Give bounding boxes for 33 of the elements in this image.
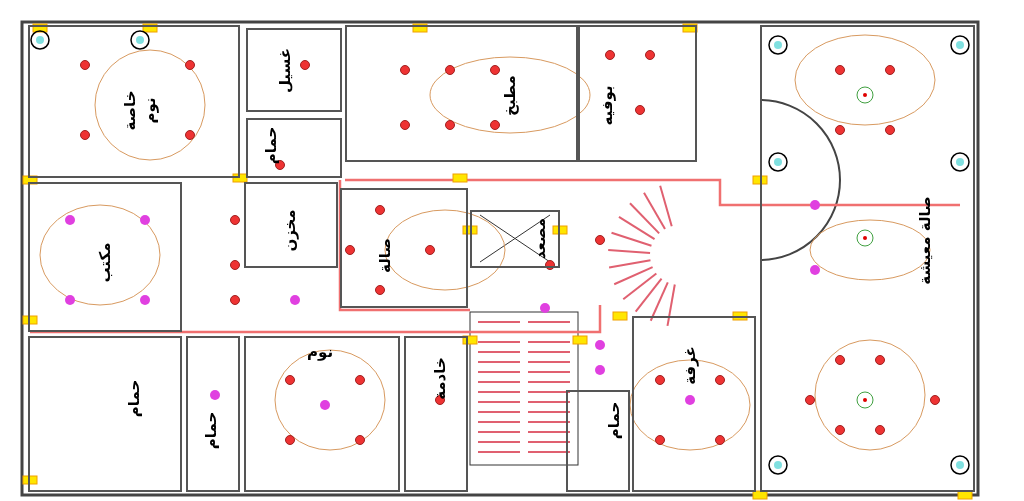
room-outline [28, 336, 182, 492]
room-label: مخزن [281, 208, 299, 252]
room-label: صالة معيشة [916, 195, 934, 285]
room-label: مطبخ [501, 74, 519, 116]
room-outline [404, 336, 468, 492]
room-outline [246, 118, 342, 178]
room-outline [340, 188, 468, 308]
room-label: بوفيه [598, 84, 616, 126]
room-outline [470, 210, 560, 268]
room-outline [244, 336, 400, 492]
room-label: حمام [203, 411, 221, 449]
room-label: حمام [126, 379, 144, 417]
room-label: خاصة [121, 90, 139, 130]
room-outline [578, 25, 697, 162]
room-label: صالة [376, 237, 394, 273]
room-label: نوم [141, 97, 159, 123]
room-label: غسيل [276, 47, 294, 93]
room-label: غرفة [681, 345, 699, 385]
room-outline [566, 390, 630, 492]
room-outline [244, 182, 338, 268]
room-outline [246, 28, 342, 112]
room-label: خادمة [431, 356, 449, 400]
room-outline [760, 25, 975, 492]
room-outline [28, 182, 182, 332]
room-label: مصعد [531, 217, 549, 259]
room-outline [345, 25, 578, 162]
room-outline [632, 316, 756, 492]
room-outline [28, 25, 240, 178]
room-label: حمام [263, 126, 281, 164]
room-label: حمام [606, 401, 624, 439]
room-label: مكتب [96, 242, 114, 282]
room-outline [186, 336, 240, 492]
room-label: نوم [307, 343, 334, 361]
